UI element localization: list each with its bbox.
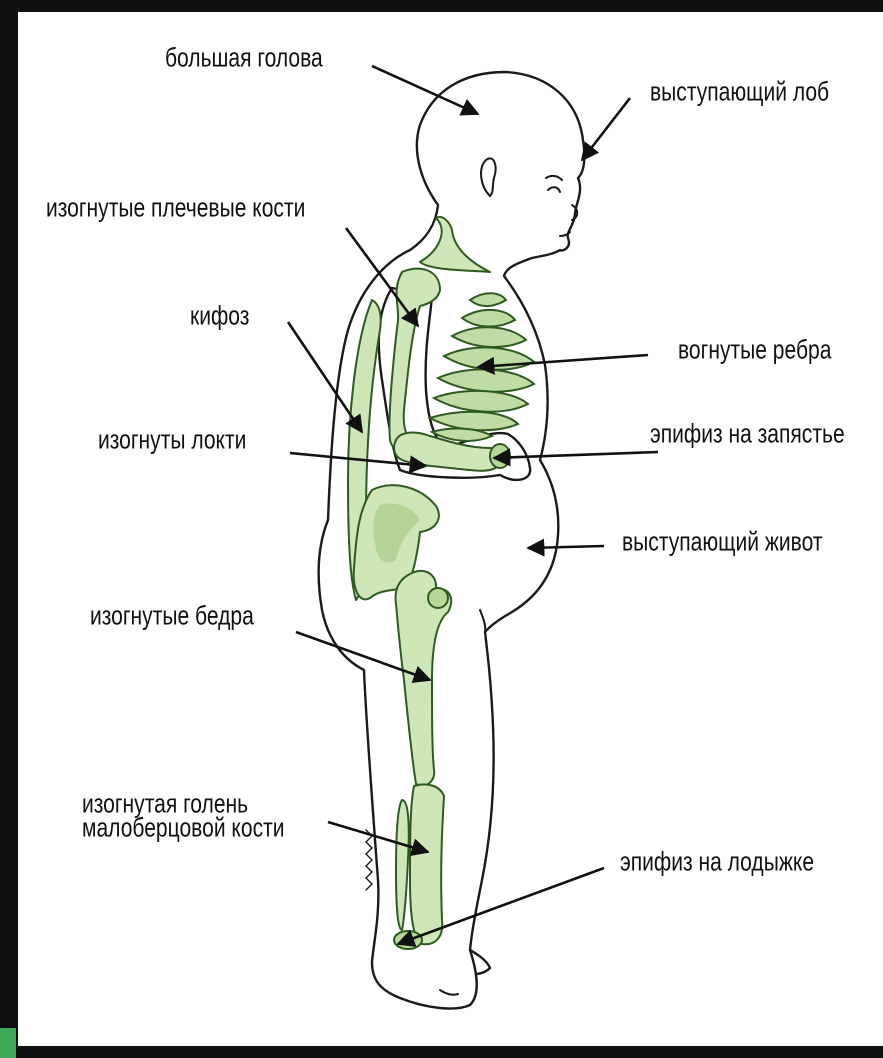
femur-head <box>428 588 448 608</box>
label-wrist-epiphysis: эпифиз на запястье <box>650 419 845 449</box>
label-curved-shoulder-bones: изогнутые плечевые кости <box>46 193 305 223</box>
label-big-head: большая голова <box>165 43 323 73</box>
label-ankle-epiphysis: эпифиз на лодыжке <box>620 847 814 877</box>
artist-signature <box>366 830 372 890</box>
label-curved-thighs: изогнутые бедра <box>90 601 254 631</box>
wrist-epiphysis-bone <box>490 444 510 468</box>
rickets-diagram: большая голова выступающий лоб изогнутые… <box>18 12 883 1046</box>
arrow-forehead <box>582 98 630 160</box>
tibia-bone <box>410 784 444 944</box>
label-protruding-belly: выступающий живот <box>622 527 823 557</box>
diagram-canvas: большая голова выступающий лоб изогнутые… <box>18 12 883 1046</box>
label-fibula-line2: малоберцовой кости <box>82 813 285 843</box>
label-forehead: выступающий лоб <box>650 77 829 107</box>
label-kyphosis: кифоз <box>190 301 249 331</box>
edge-accent <box>0 1028 16 1058</box>
child-figure <box>319 72 585 1009</box>
label-curved-elbows: изогнуты локти <box>98 425 246 455</box>
label-concave-ribs: вогнутые ребра <box>678 335 832 365</box>
